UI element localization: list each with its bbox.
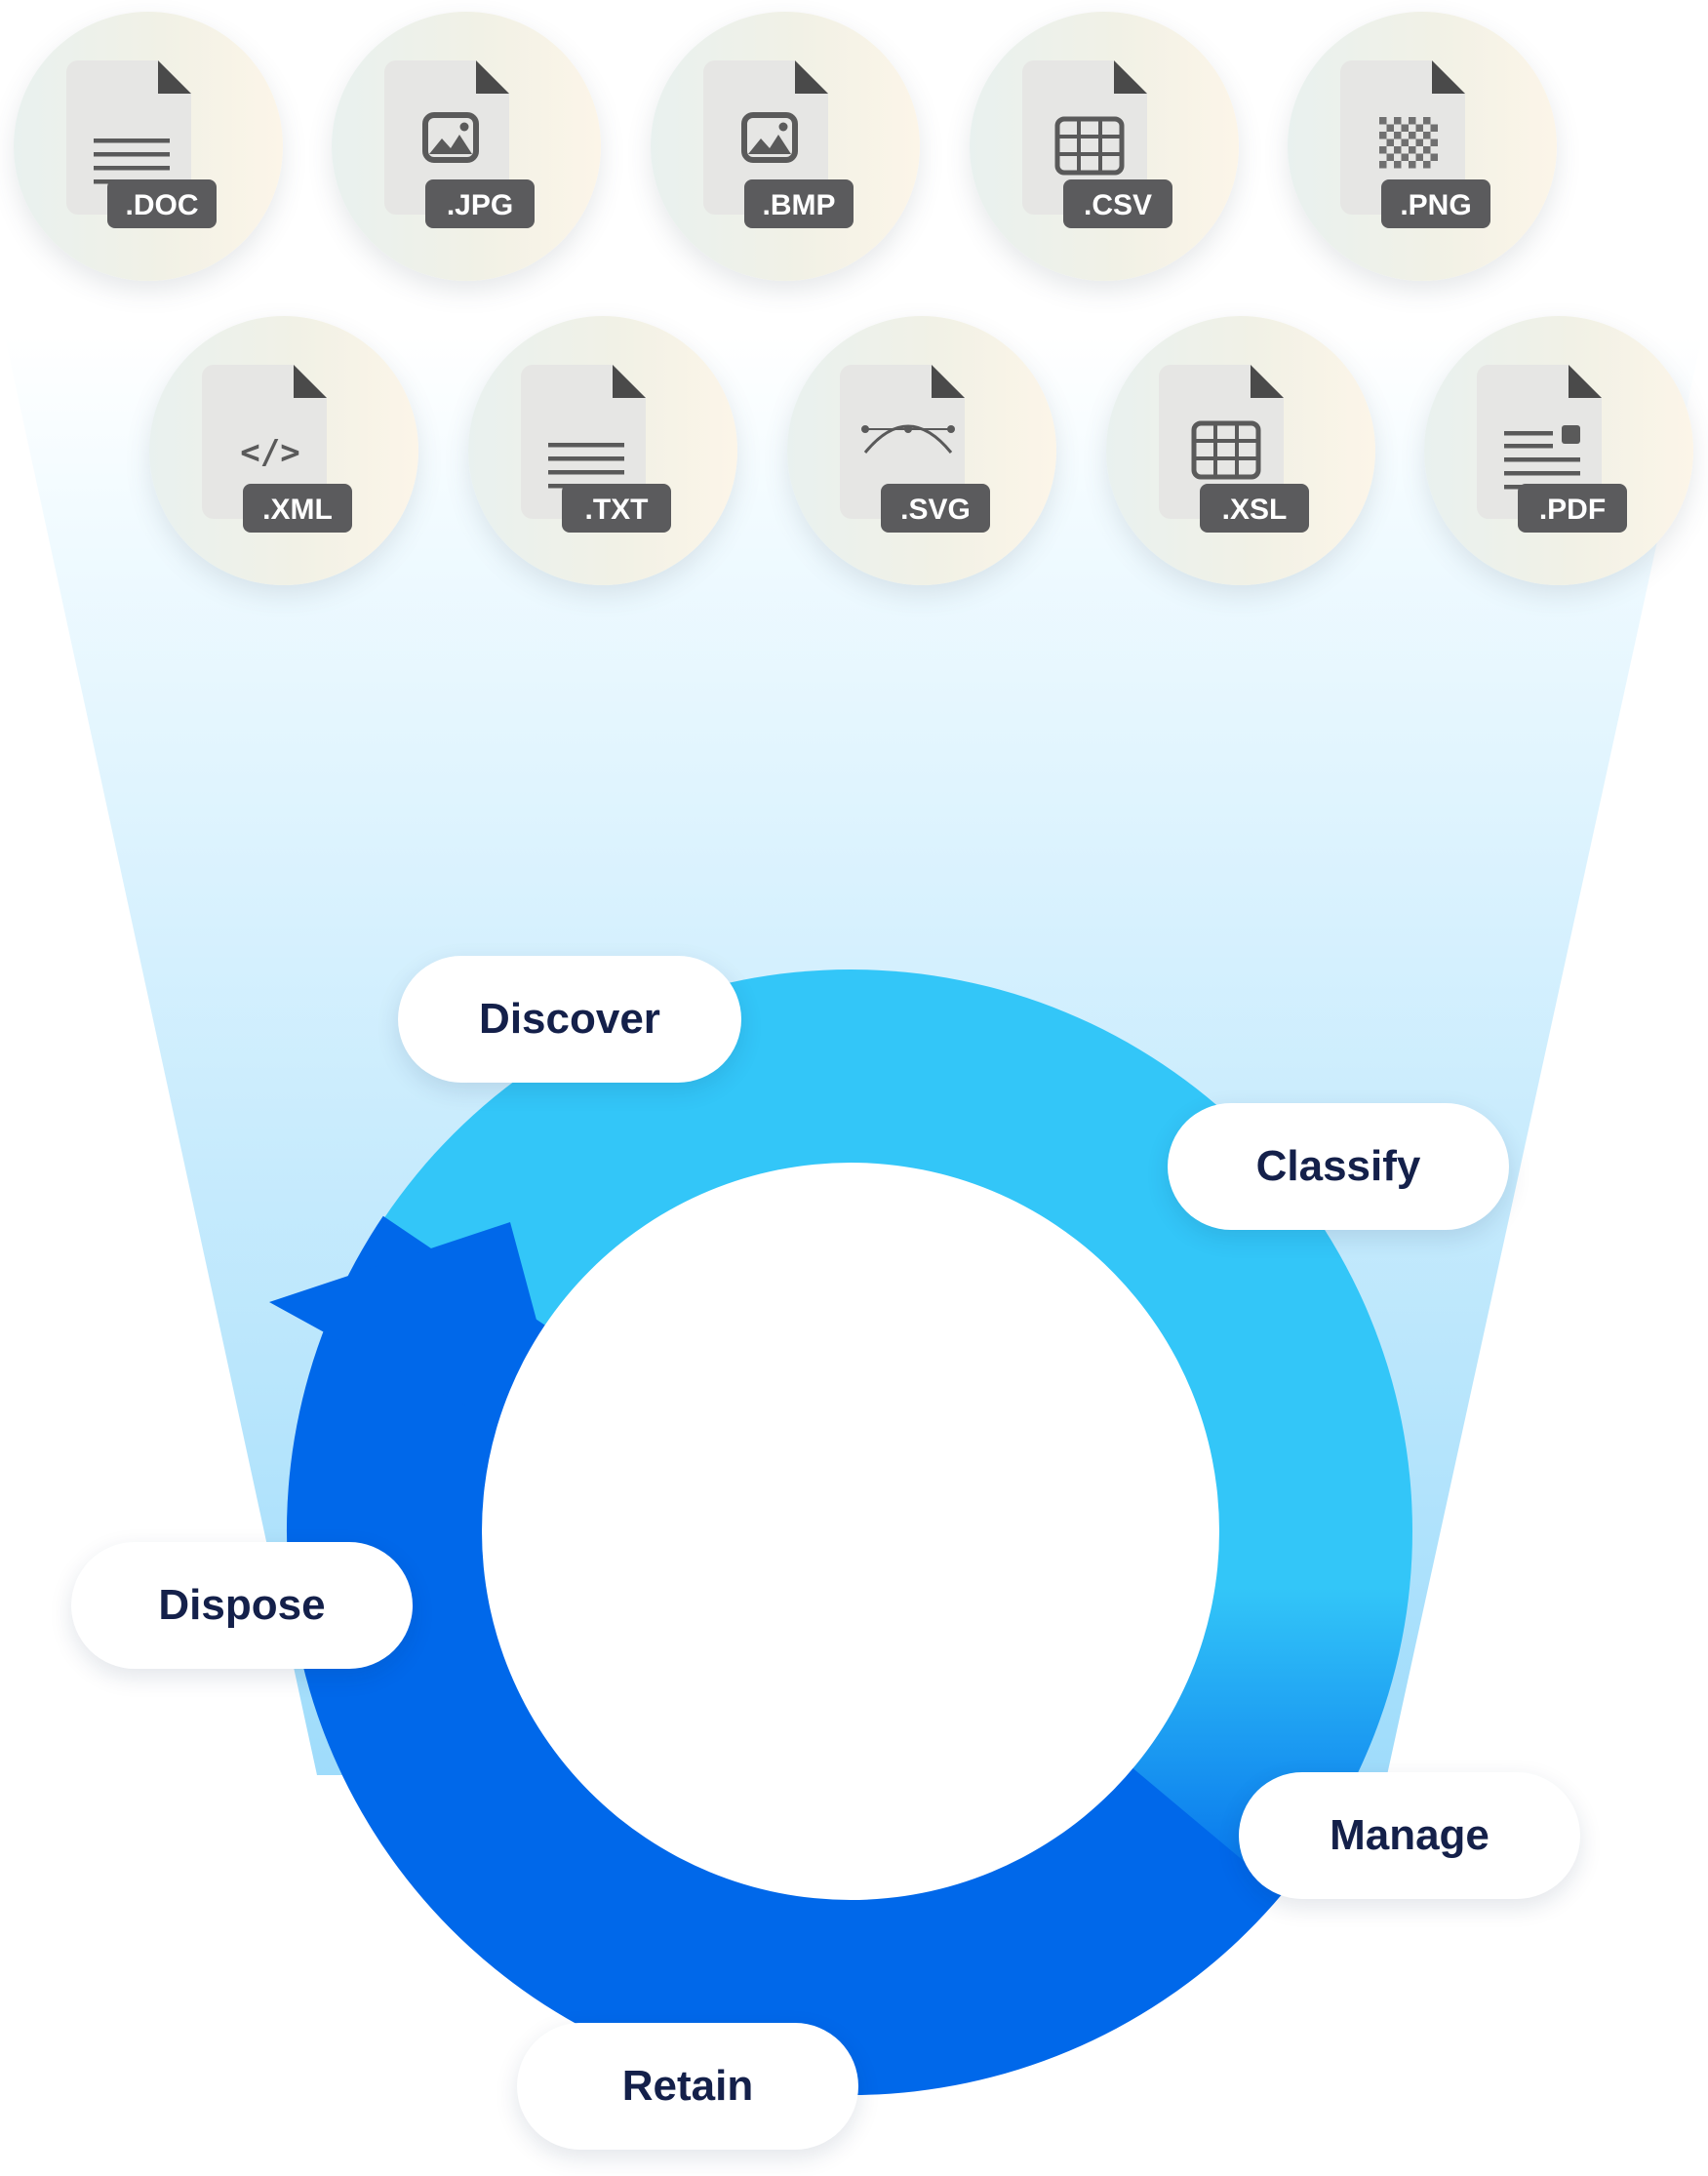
page-fold-icon xyxy=(1569,365,1602,398)
lifecycle-ring-center xyxy=(482,1163,1219,1900)
bezier-curve-icon xyxy=(861,424,955,454)
extension-badge xyxy=(107,179,217,228)
code-icon: </> xyxy=(240,433,299,472)
file-type-bubble: .BMP xyxy=(651,12,920,281)
file-extension-label: .XML xyxy=(262,494,333,526)
document-icon xyxy=(1340,60,1465,215)
file-type-bubble: </> .XML xyxy=(149,316,418,585)
page-fold-icon xyxy=(476,60,509,94)
extension-badge xyxy=(1518,484,1627,533)
image-icon xyxy=(741,112,798,163)
page-fold-icon xyxy=(932,365,965,398)
page-fold-icon xyxy=(613,365,646,398)
page-fold-icon xyxy=(294,365,327,398)
lifecycle-dark-sweep xyxy=(286,1215,1283,2096)
extension-badge xyxy=(1200,484,1309,533)
page-fold-icon xyxy=(1251,365,1284,398)
file-type-bubble: .TXT xyxy=(468,316,737,585)
file-extension-label: .DOC xyxy=(126,189,199,221)
document-icon xyxy=(1477,365,1602,519)
document-icon xyxy=(384,60,509,215)
extension-badge xyxy=(744,179,854,228)
stage-retain: Retain xyxy=(517,2023,858,2150)
extension-badge xyxy=(1063,179,1172,228)
table-icon xyxy=(1054,116,1125,176)
file-extension-label: .SVG xyxy=(900,494,971,526)
file-type-bubble: .PNG xyxy=(1288,12,1557,281)
page-fold-icon xyxy=(795,60,828,94)
checkerboard-icon xyxy=(1379,117,1438,169)
svg-text:</>: </> xyxy=(240,433,299,472)
extension-badge xyxy=(425,179,535,228)
image-icon xyxy=(422,112,479,163)
file-type-bubble: .DOC xyxy=(14,12,283,281)
lifecycle-arrow-head xyxy=(269,1222,576,1465)
page-fold-icon xyxy=(1432,60,1465,94)
stage-discover: Discover xyxy=(398,956,741,1083)
document-icon xyxy=(202,365,327,519)
stage-manage: Manage xyxy=(1239,1772,1580,1899)
file-extension-label: .PNG xyxy=(1400,189,1471,221)
file-type-bubble: .XSL xyxy=(1106,316,1375,585)
file-type-bubble: .SVG xyxy=(787,316,1056,585)
file-type-bubble: .PDF xyxy=(1424,316,1693,585)
document-icon xyxy=(840,365,965,519)
document-icon xyxy=(703,60,828,215)
file-type-bubble: .JPG xyxy=(332,12,601,281)
file-extension-label: .PDF xyxy=(1539,494,1606,526)
extension-badge xyxy=(562,484,671,533)
file-extension-label: .BMP xyxy=(763,189,836,221)
extension-badge xyxy=(1381,179,1490,228)
file-extension-label: .TXT xyxy=(585,494,649,526)
file-extension-label: .XSL xyxy=(1222,494,1288,526)
extension-badge xyxy=(881,484,990,533)
document-icon xyxy=(66,60,191,215)
document-icon xyxy=(521,365,646,519)
file-extension-label: .JPG xyxy=(447,189,513,221)
file-extension-label: .CSV xyxy=(1084,189,1152,221)
page-fold-icon xyxy=(158,60,191,94)
stage-classify: Classify xyxy=(1168,1103,1509,1230)
stage-dispose: Dispose xyxy=(71,1542,413,1669)
extension-badge xyxy=(243,484,352,533)
page-fold-icon xyxy=(1114,60,1147,94)
table-icon xyxy=(1191,420,1261,480)
file-type-bubble: .CSV xyxy=(970,12,1239,281)
